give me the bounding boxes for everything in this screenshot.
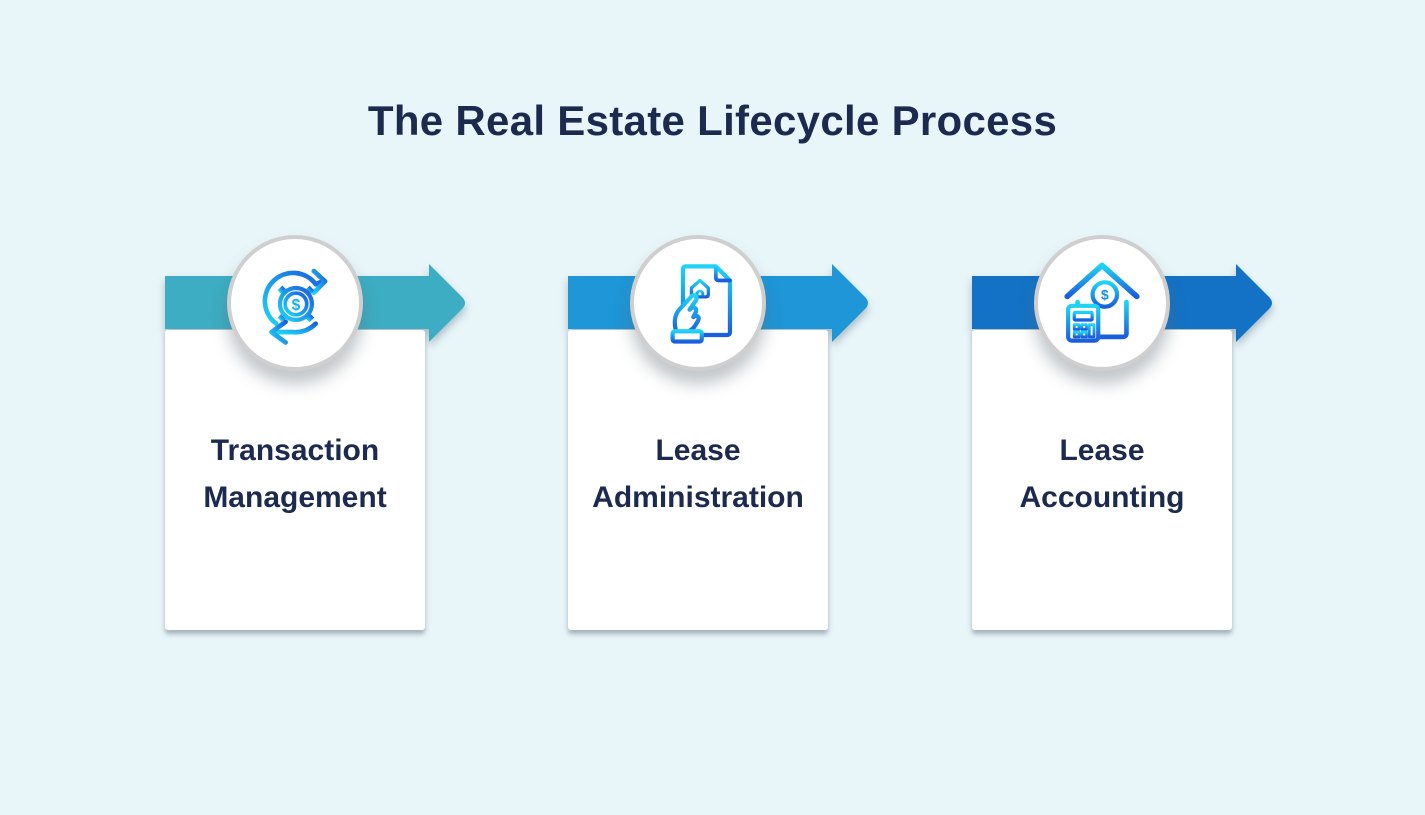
step-lease-administration: Lease Administration (568, 0, 883, 700)
dollar-sign-glyph: $ (1101, 287, 1109, 303)
step-icon-badge: $ (227, 235, 363, 371)
transaction-cycle-gear-icon: $ (262, 268, 328, 345)
step-card: Transaction Management (165, 330, 425, 630)
step-label: Transaction Management (203, 434, 387, 514)
step-card: Lease Accounting (972, 330, 1232, 630)
step-label: Lease Accounting (1019, 434, 1185, 514)
hand-lease-document-icon (670, 264, 733, 344)
step-label: Lease Administration (592, 434, 804, 514)
step-lease-accounting: Lease Accounting (972, 0, 1287, 700)
step-card: Lease Administration (568, 330, 828, 630)
page-title: The Real Estate Lifecycle Process (367, 97, 1058, 144)
step-icon-badge (630, 235, 766, 371)
step-icon-badge: $ (1034, 235, 1170, 371)
house-calculator-coin-icon: $ (1064, 262, 1140, 343)
dollar-sign-glyph: $ (292, 297, 301, 314)
step-transaction-management: Transaction Management (165, 0, 480, 700)
